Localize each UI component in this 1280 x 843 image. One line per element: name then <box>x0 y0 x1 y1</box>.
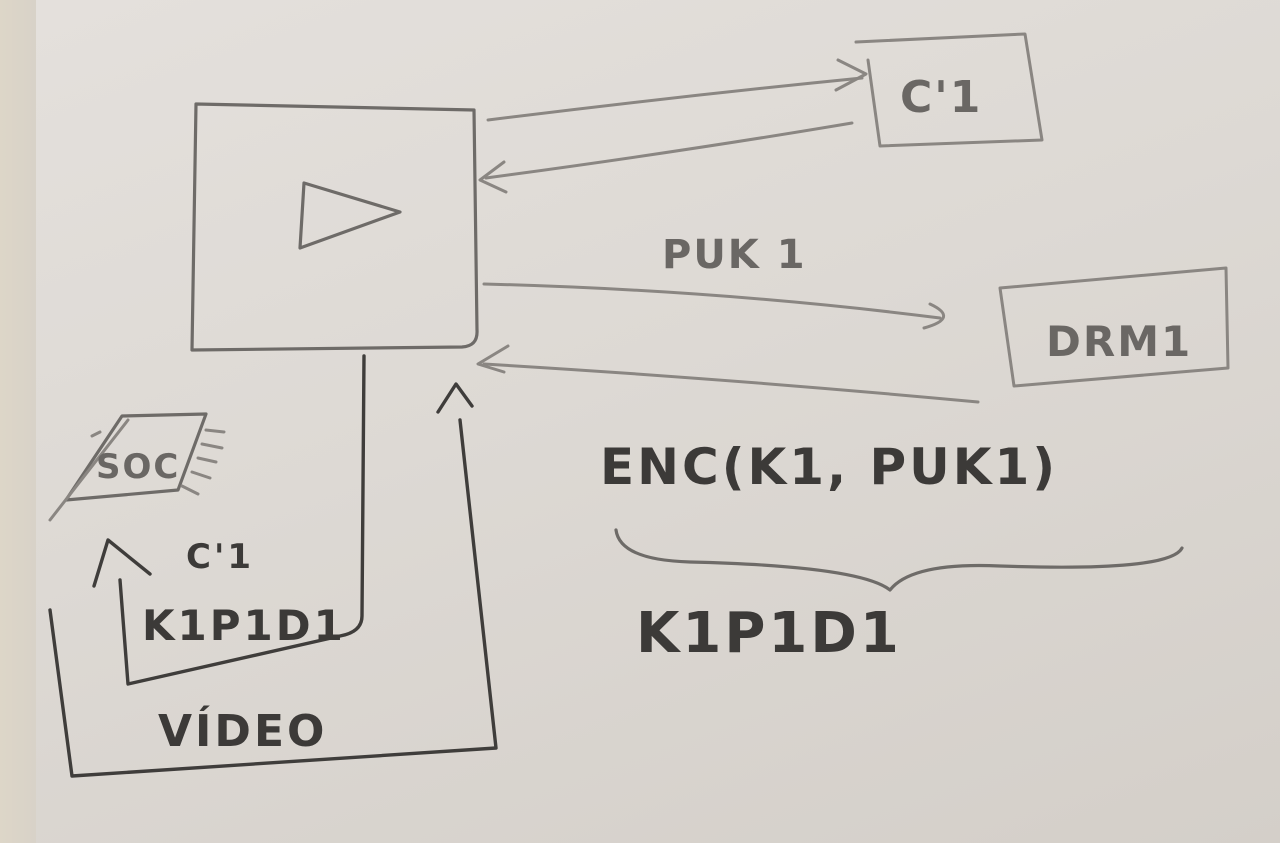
c1-label: C'1 <box>900 72 982 123</box>
drm1-node: DRM1 <box>998 266 1230 388</box>
arrow-player-to-c1 <box>486 58 868 122</box>
video-label: VÍDEO <box>158 704 327 757</box>
loop-soc-to-player: VÍDEO <box>48 382 498 778</box>
puk-label: PUK 1 <box>662 232 807 278</box>
drm1-label: DRM1 <box>1046 317 1192 366</box>
enc-label: ENC(K1, PUK1) <box>600 438 1058 496</box>
play-icon <box>298 181 402 250</box>
player-node <box>190 102 479 352</box>
arrow-player-to-drm1: PUK 1 <box>482 232 945 330</box>
inner-loop-k1p1d1-label: K1P1D1 <box>142 601 346 650</box>
chip-icon <box>48 412 226 522</box>
soc-label: SOC <box>96 447 180 487</box>
soc-node: SOC <box>48 412 226 522</box>
brace-result-label: K1P1D1 <box>636 601 902 666</box>
paper-margin <box>0 0 36 843</box>
arrow-c1-to-player <box>478 121 854 194</box>
loop-player-to-soc: C'1 K1P1D1 <box>92 354 366 686</box>
arrow-drm1-to-player <box>476 344 980 404</box>
paper-sheet <box>36 0 1280 843</box>
c1-node: C'1 <box>854 32 1044 148</box>
brace <box>614 528 1184 592</box>
inner-loop-c1-label: C'1 <box>186 537 254 577</box>
enc-expression: ENC(K1, PUK1) K1P1D1 <box>600 438 1184 666</box>
